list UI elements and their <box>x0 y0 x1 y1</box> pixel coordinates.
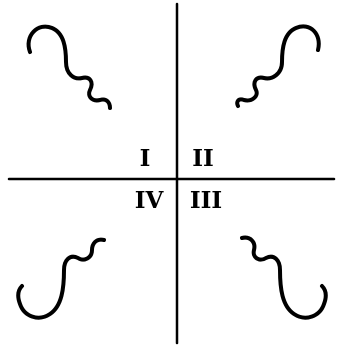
quadrant-label-ii: II <box>192 145 214 172</box>
quadrant-label-iii: III <box>190 187 222 214</box>
squiggle-top-left <box>29 27 110 108</box>
squiggle-bottom-right <box>242 238 326 318</box>
squiggle-top-right <box>237 26 319 106</box>
squiggle-bottom-left <box>18 240 104 318</box>
quadrant-label-iv: IV <box>135 187 165 214</box>
quadrant-label-i: I <box>140 145 151 172</box>
